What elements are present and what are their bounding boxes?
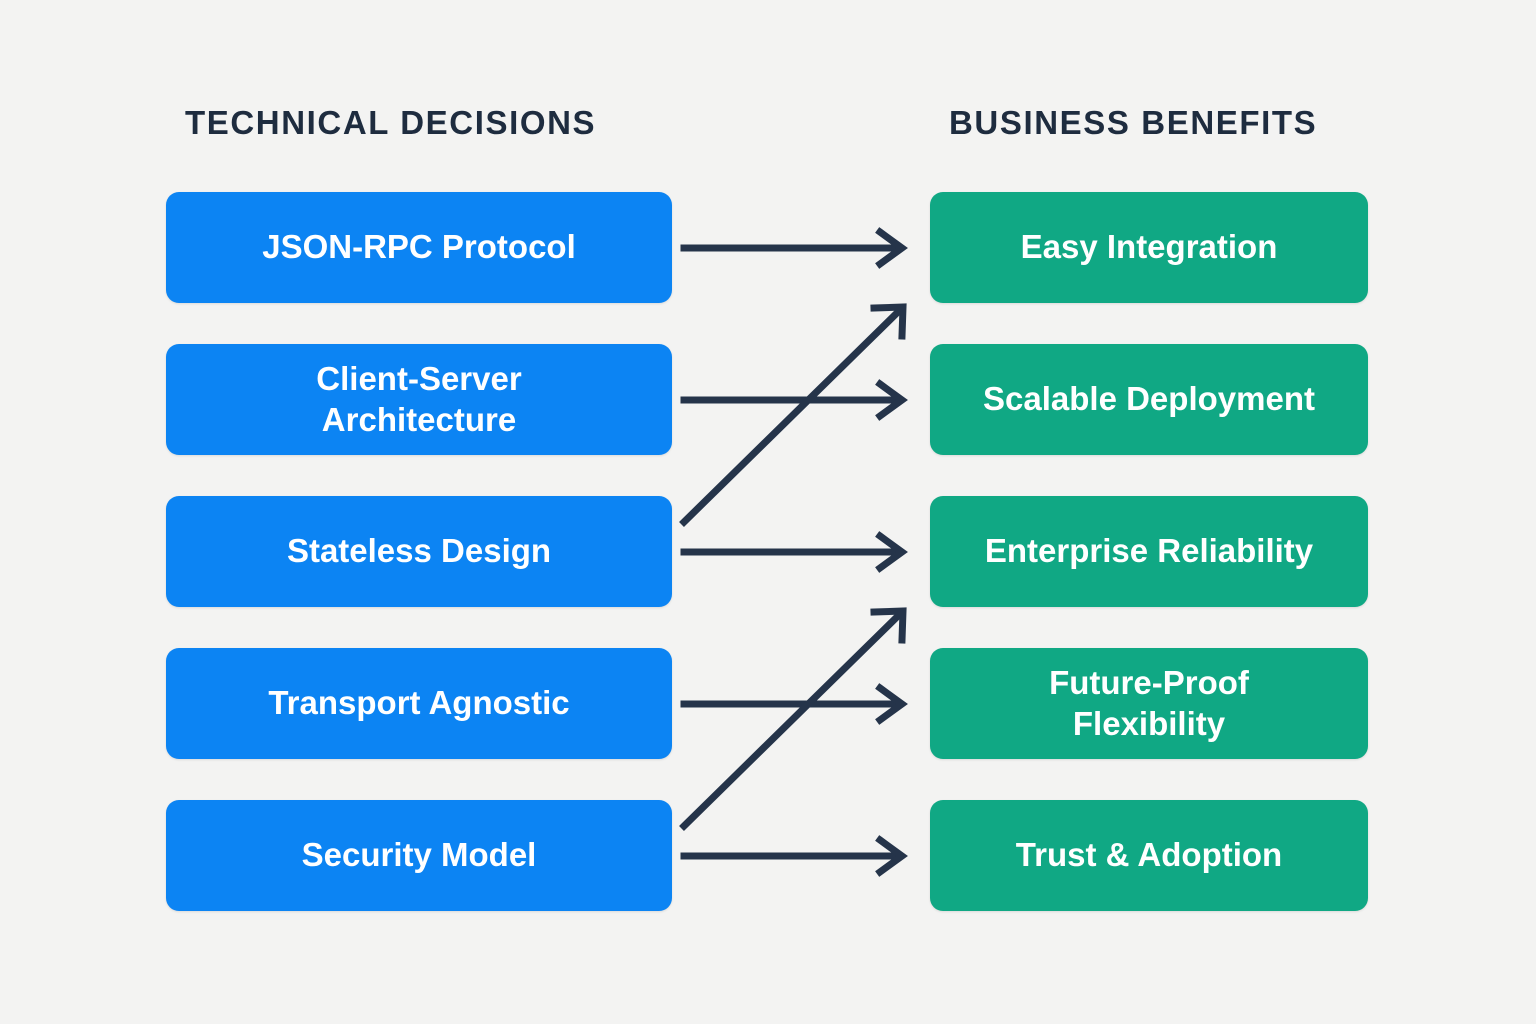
node-scalable-deployment[interactable]: Scalable Deployment (930, 344, 1368, 455)
arrow-stateless-design-to-scalable-deployment (679, 303, 907, 527)
node-label-line-1: Client-Server (316, 360, 522, 398)
node-label: Easy Integration (1020, 228, 1278, 266)
node-enterprise-reliability[interactable]: Enterprise Reliability (930, 496, 1368, 607)
node-client-server-architecture[interactable]: Client-Server Architecture (166, 344, 672, 455)
node-label: Security Model (301, 836, 537, 874)
node-label-line-2: Architecture (321, 400, 517, 438)
arrow-security-model-to-trust-adoption (680, 835, 908, 877)
node-label: Stateless Design (286, 532, 552, 570)
node-label-line-1: Future-Proof (1049, 664, 1249, 702)
business-benefits-column-header: BUSINESS BENEFITS (949, 104, 1318, 141)
arrow-stateless-design-to-enterprise-reliability (680, 531, 908, 573)
node-label-line-2: Flexibility (1072, 704, 1226, 742)
arrow-json-rpc-protocol-to-easy-integration (680, 227, 908, 269)
arrow-security-model-to-future-proof-flexibility (679, 607, 907, 831)
node-stateless-design[interactable]: Stateless Design (166, 496, 672, 607)
arrow-transport-agnostic-to-future-proof-flexibility (680, 683, 908, 725)
technical-decisions-column-header: TECHNICAL DECISIONS (185, 104, 597, 141)
node-label: Client-Server Architecture (316, 359, 521, 440)
node-easy-integration[interactable]: Easy Integration (930, 192, 1368, 303)
node-label: Trust & Adoption (1015, 836, 1283, 874)
node-security-model[interactable]: Security Model (166, 800, 672, 911)
node-label: Scalable Deployment (983, 380, 1315, 418)
node-label: Future-Proof Flexibility (1049, 663, 1249, 744)
node-label: JSON-RPC Protocol (262, 228, 576, 266)
arrow-client-server-to-scalable-deployment (680, 379, 908, 421)
node-future-proof-flexibility[interactable]: Future-Proof Flexibility (930, 648, 1368, 759)
node-transport-agnostic[interactable]: Transport Agnostic (166, 648, 672, 759)
node-label: Enterprise Reliability (984, 532, 1314, 570)
node-json-rpc-protocol[interactable]: JSON-RPC Protocol (166, 192, 672, 303)
node-label: Transport Agnostic (268, 684, 570, 722)
node-trust-adoption[interactable]: Trust & Adoption (930, 800, 1368, 911)
